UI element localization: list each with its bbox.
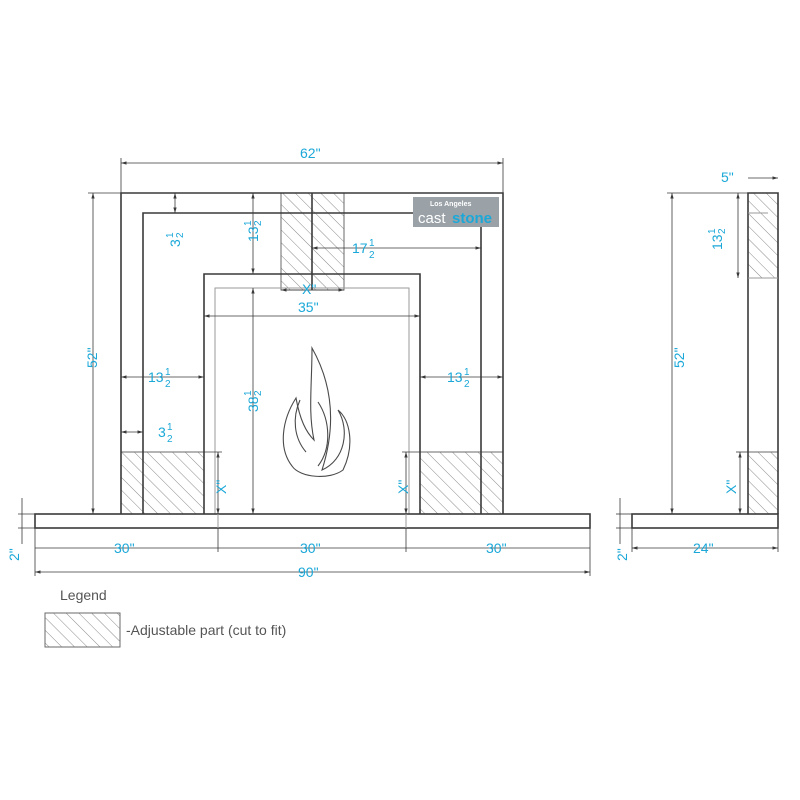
svg-text:13: 13 (709, 234, 725, 250)
svg-text:17: 17 (352, 240, 368, 256)
svg-text:2: 2 (167, 434, 173, 445)
svg-text:1: 1 (369, 238, 375, 249)
svg-text:1: 1 (707, 228, 718, 234)
svg-text:1: 1 (165, 367, 171, 378)
svg-text:2: 2 (253, 390, 264, 396)
side-view-hatch-bottom (747, 451, 779, 515)
legend-swatch (44, 612, 121, 648)
side-profile (747, 192, 779, 514)
svg-text:1: 1 (165, 232, 176, 238)
svg-text:1: 1 (243, 220, 254, 226)
dim-90: 90" (298, 564, 319, 580)
legend-title: Legend (60, 587, 107, 603)
svg-text:1: 1 (167, 422, 173, 433)
los-angeles-caststone-logo: Los Angeles cast stone (413, 197, 499, 227)
svg-text:2: 2 (717, 228, 728, 234)
dim-13-half-right: 13 1 2 (447, 367, 470, 390)
legend: Legend -Adjustable part (cut to fit) (44, 587, 286, 648)
svg-text:13: 13 (245, 226, 261, 242)
svg-text:2: 2 (464, 379, 470, 390)
svg-text:cast: cast (418, 210, 446, 227)
svg-text:13: 13 (447, 369, 463, 385)
svg-text:1: 1 (464, 367, 470, 378)
side-view-hatch-top (747, 192, 779, 279)
side-hearth (631, 513, 779, 529)
svg-text:3: 3 (167, 239, 183, 247)
svg-text:2: 2 (175, 232, 186, 238)
svg-text:2: 2 (369, 250, 375, 261)
dimension-labels: 62" 35" X" 52" 3 1 2 13 1 2 17 1 2 38 1 … (6, 145, 739, 580)
dim-side-24: 24" (693, 540, 714, 556)
svg-text:13: 13 (148, 369, 164, 385)
left-leg-hatch (120, 451, 205, 515)
hearth-slab (34, 513, 591, 529)
dim-38-half: 38 1 2 (243, 390, 264, 412)
svg-text:38: 38 (245, 396, 261, 412)
dim-side-2: 2" (614, 548, 630, 561)
dim-keystone-x: X" (302, 281, 316, 297)
dim-side-x: X" (723, 480, 739, 494)
svg-text:2: 2 (165, 379, 171, 390)
front-view: Los Angeles cast stone (34, 192, 779, 529)
dim-side-52: 52" (671, 347, 687, 368)
right-leg-hatch (419, 451, 504, 515)
dim-62: 62" (300, 145, 321, 161)
dim-x-right: X" (395, 480, 411, 494)
dim-13-half-top: 13 1 2 (243, 220, 264, 242)
legend-item-label: -Adjustable part (cut to fit) (126, 622, 286, 638)
svg-text:Los Angeles: Los Angeles (430, 201, 471, 208)
dim-13-half-left: 13 1 2 (148, 367, 171, 390)
dim-2-hearth: 2" (6, 548, 22, 561)
dim-52-left: 52" (84, 347, 100, 368)
svg-text:stone: stone (452, 210, 492, 227)
svg-text:1: 1 (243, 390, 254, 396)
dim-3-half-top: 3 1 2 (165, 232, 186, 247)
flame-icon (282, 345, 351, 477)
svg-text:2: 2 (253, 220, 264, 226)
dim-30-left: 30" (114, 540, 135, 556)
dim-30-mid: 30" (300, 540, 321, 556)
dim-30-right: 30" (486, 540, 507, 556)
dim-side-5: 5" (721, 169, 734, 185)
dim-3-half-left: 3 1 2 (158, 422, 173, 445)
dim-x-left: X" (213, 480, 229, 494)
dim-17-half: 17 1 2 (352, 238, 375, 261)
dimension-lines (18, 158, 779, 576)
dim-35: 35" (298, 299, 319, 315)
svg-text:3: 3 (158, 424, 166, 440)
dim-side-13-half: 13 1 2 (707, 228, 728, 250)
